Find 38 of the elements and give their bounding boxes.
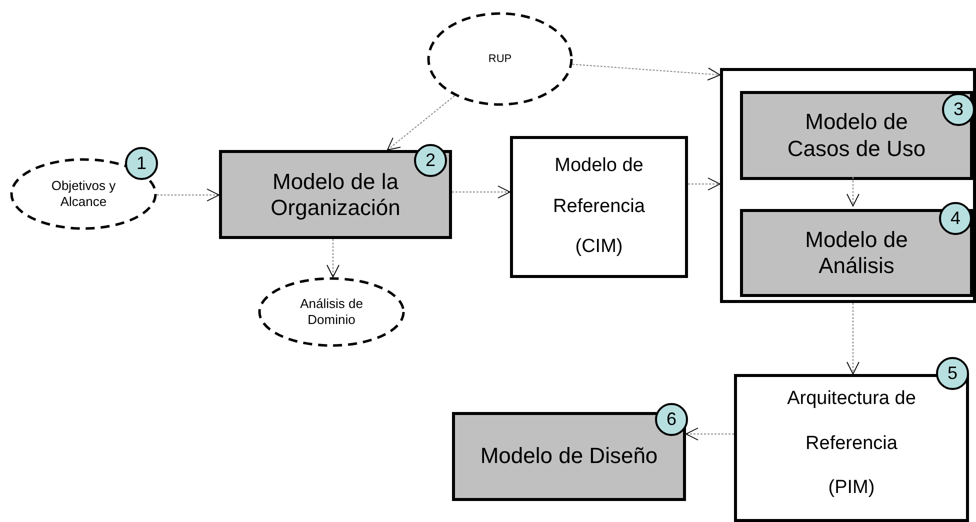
group-box [720, 68, 976, 303]
arrow [846, 302, 860, 374]
node-label: RUP [488, 53, 512, 65]
arrow [326, 238, 340, 278]
arrow [846, 176, 860, 206]
process-box [219, 150, 452, 239]
node-label: Modelo de Diseño [480, 443, 658, 470]
arrow [156, 188, 220, 202]
arrow [572, 64, 720, 80]
badge-number: 2 [425, 150, 436, 171]
node-label: Modelo de la Organización [270, 169, 402, 220]
number-badge [939, 202, 972, 235]
dashed-ellipse [258, 277, 405, 347]
process-box [452, 412, 686, 501]
arrow [688, 178, 720, 190]
number-badge [942, 93, 975, 126]
node-label: Arquitectura de Referencia (PIM) [786, 387, 917, 500]
node-label: Modelo de Casos de Uso [786, 109, 927, 162]
badge-number: 1 [136, 153, 146, 174]
number-badge [125, 147, 158, 180]
number-badge [655, 403, 688, 436]
node-label: Modelo de Análisis [804, 226, 909, 280]
arrow [452, 186, 510, 198]
process-box [740, 91, 973, 180]
process-box [510, 136, 688, 278]
process-box [740, 209, 973, 297]
badge-number: 3 [953, 98, 964, 120]
number-badge [936, 357, 969, 390]
badge-number: 6 [666, 409, 676, 430]
arrow [386, 95, 455, 150]
node-label: Análisis de Dominio [299, 296, 364, 328]
node-label: Modelo de Referencia (CIM) [552, 154, 646, 260]
badge-number: 5 [947, 363, 958, 384]
dashed-ellipse [10, 158, 157, 230]
badge-number: 4 [950, 208, 960, 229]
arrow [686, 428, 734, 440]
node-label: Objetivos y Alcance [50, 178, 117, 210]
dashed-ellipse [427, 12, 573, 106]
